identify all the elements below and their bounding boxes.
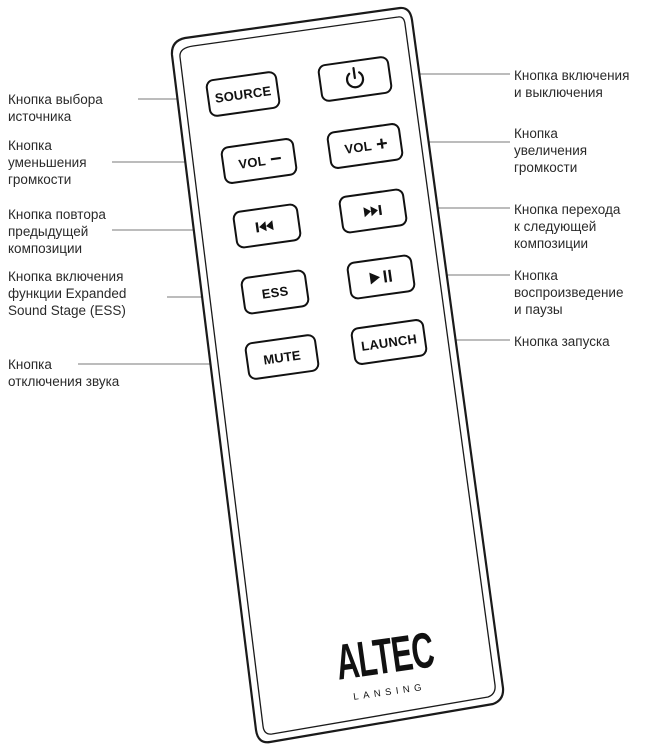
remote-body	[170, 6, 505, 744]
ess-button-label: ESS	[261, 283, 290, 302]
next-track-icon	[363, 204, 383, 218]
callout-launch: Кнопка запуска	[514, 334, 610, 349]
previous-track-icon	[255, 220, 274, 233]
play-pause-icon	[369, 269, 393, 285]
launch-button[interactable]: LAUNCH	[350, 319, 428, 365]
source-button[interactable]: SOURCE	[205, 71, 281, 117]
remote-control: SOURCE VOL VOL	[170, 6, 505, 744]
callout-volume-down: Кнопка уменьшения громкости	[8, 138, 87, 187]
mute-button[interactable]: MUTE	[244, 334, 320, 380]
callout-play-pause: Кнопка воспроизведение и паузы	[514, 268, 624, 317]
callout-ess: Кнопка включения функции Expanded Sound …	[8, 269, 127, 318]
remote-body-edge	[179, 16, 496, 735]
next-track-button[interactable]	[338, 188, 408, 234]
callout-next-track: Кнопка перехода к следующей композиции	[514, 202, 621, 251]
ess-button[interactable]: ESS	[240, 269, 310, 315]
volume-up-label: VOL	[344, 138, 373, 157]
mute-button-label: MUTE	[262, 347, 301, 367]
volume-down-label: VOL	[238, 153, 267, 172]
callout-source: Кнопка выбора источника	[8, 92, 103, 124]
power-button[interactable]	[317, 56, 393, 102]
plus-icon	[376, 138, 387, 149]
volume-down-button[interactable]: VOL	[220, 138, 298, 184]
power-icon	[345, 67, 365, 89]
logo-brand: ALTEC	[332, 621, 437, 690]
callout-mute: Кнопка отключения звука	[8, 357, 120, 389]
volume-up-button[interactable]: VOL	[326, 123, 404, 169]
minus-icon	[270, 156, 281, 161]
callout-volume-up: Кнопка увеличения громкости	[514, 126, 588, 175]
previous-track-button[interactable]	[232, 203, 302, 249]
callout-previous-track: Кнопка повтора предыдущей композиции	[8, 207, 106, 256]
play-pause-button[interactable]	[346, 254, 416, 300]
callout-power: Кнопка включения и выключения	[514, 68, 630, 100]
